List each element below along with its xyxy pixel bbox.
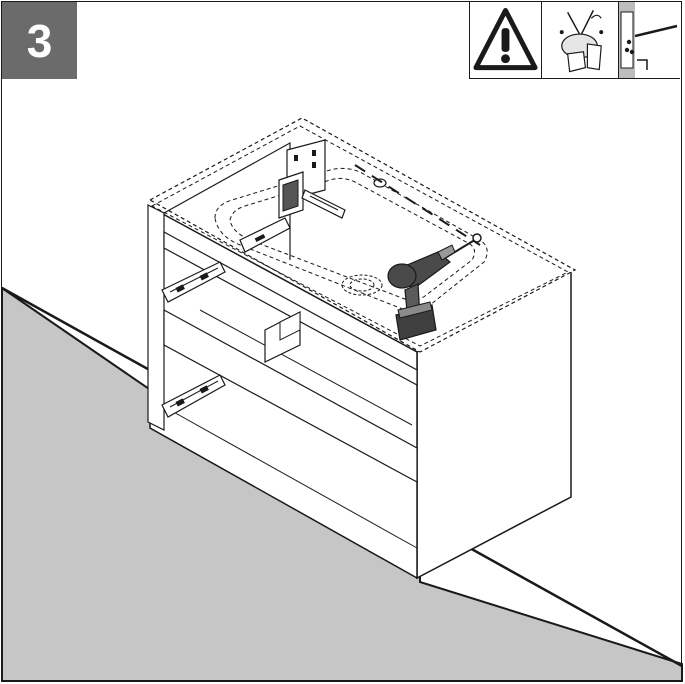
drawer-runner-left-lower [161, 374, 226, 418]
step-number: 3 [2, 2, 77, 79]
cordless-drill-icon [387, 244, 456, 341]
icon-strip [469, 2, 680, 79]
drawer-runner-right-upper [239, 217, 291, 253]
wall-drilling-icon [619, 2, 679, 78]
drawer-runner-right-lower [264, 311, 301, 363]
warning-icon [470, 2, 542, 78]
drawer-runner-left-upper [161, 261, 226, 303]
basin-top [148, 117, 577, 353]
cleaning-icon [542, 2, 619, 78]
wall-bracket [278, 139, 346, 219]
